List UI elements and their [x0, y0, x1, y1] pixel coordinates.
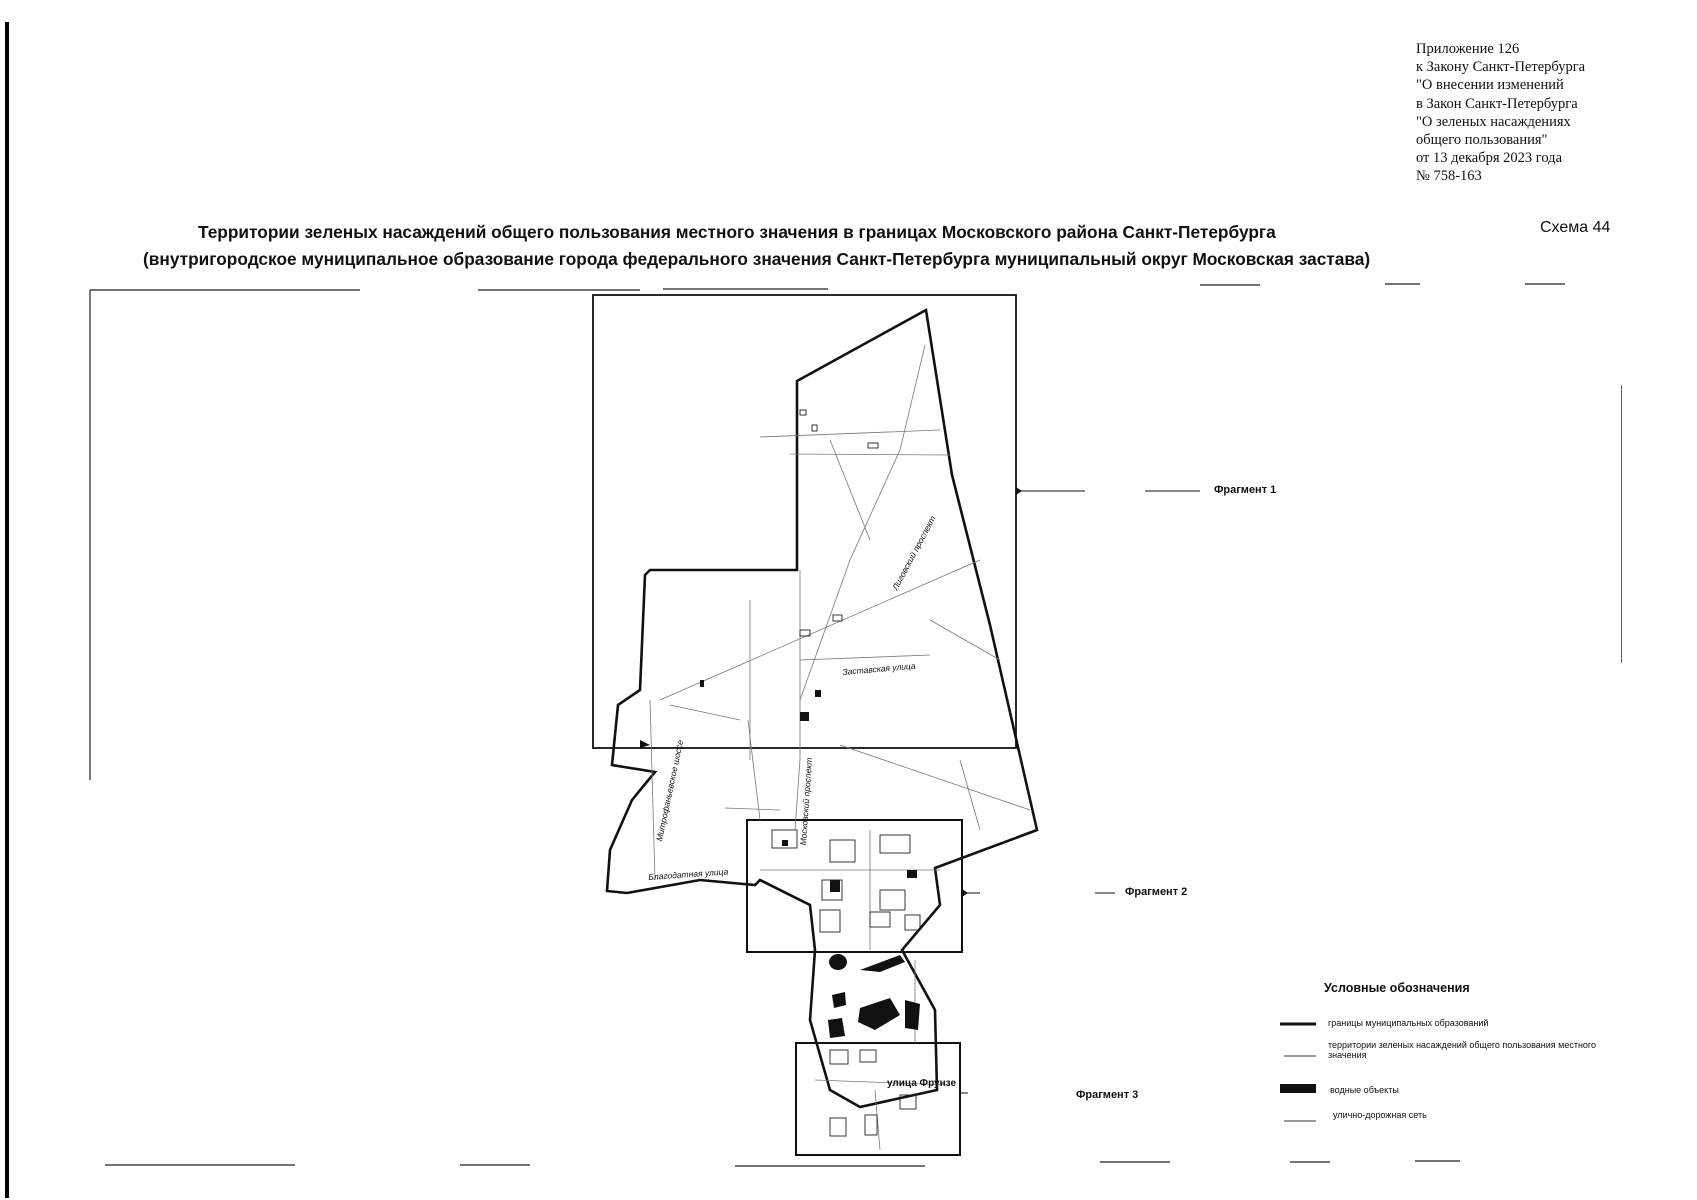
fragment-3-frame [795, 1042, 961, 1156]
street-label-frunze: улица Фрунзе [887, 1078, 957, 1089]
fragment-leaders [960, 490, 1200, 1094]
legend-swatches [1280, 1022, 1316, 1122]
fragment-2-frame [746, 819, 963, 953]
schema-number: Схема 44 [1540, 219, 1611, 236]
annex-line: в Закон Санкт-Петербурга [1416, 95, 1578, 112]
legend-item-water: водные объекты [1330, 1085, 1399, 1095]
title-line-2: (внутригородское муниципальное образован… [143, 249, 1371, 269]
annex-line: от 13 декабря 2023 года [1416, 150, 1562, 167]
water-objects [828, 954, 920, 1038]
annex-line: "О зеленых насаждениях [1416, 113, 1571, 130]
legend-item-green-areas: территории зеленых насаждений общего пол… [1328, 1040, 1597, 1060]
municipal-boundary [605, 307, 1039, 1109]
annex-line: № 758-163 [1416, 168, 1482, 185]
legend-title: Условные обозначения [1324, 981, 1470, 995]
fragment-1-label: Фрагмент 1 [1214, 484, 1277, 496]
fragment-1-frame [592, 294, 1017, 749]
road-network [649, 344, 1031, 1151]
legend-item-roads: улично-дорожная сеть [1333, 1110, 1427, 1120]
annex-line: общего пользования" [1416, 132, 1548, 149]
scan-edge-bar [5, 22, 9, 1198]
outer-frame [89, 283, 1565, 1167]
fragment-2-label: Фрагмент 2 [1125, 886, 1188, 898]
fragment-3-label: Фрагмент 3 [1076, 1089, 1139, 1101]
map-objects [771, 409, 921, 1137]
scan-edge-line [1621, 385, 1622, 663]
building-fills [640, 680, 917, 892]
annex-line: Приложение 126 [1416, 41, 1520, 57]
title-line-1: Территории зеленых насаждений общего пол… [198, 222, 1276, 242]
annex-line: к Закону Санкт-Петербурга [1416, 59, 1586, 76]
annex-note: Приложение 126 к Закону Санкт-Петербурга… [1416, 40, 1666, 186]
legend-item-boundary: границы муниципальных образований [1328, 1018, 1489, 1028]
legend-swatch-water [1280, 1084, 1316, 1093]
annex-line: "О внесении изменений [1416, 77, 1564, 94]
